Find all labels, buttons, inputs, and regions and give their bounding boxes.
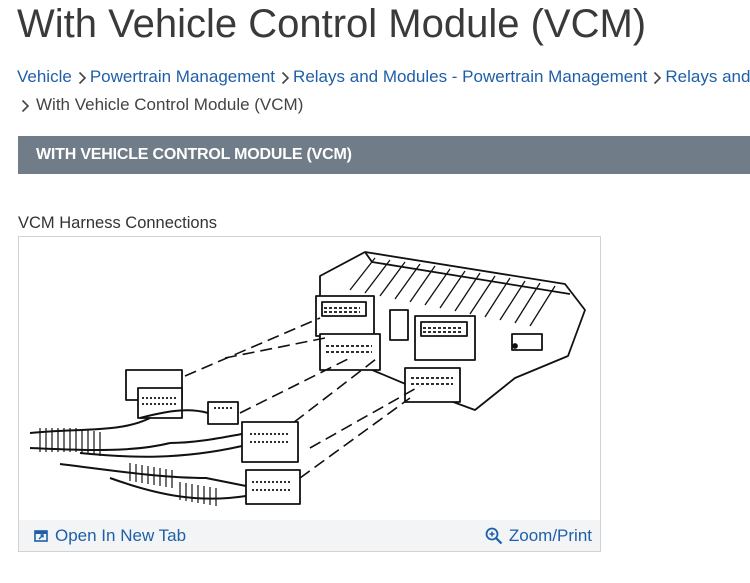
chevron-right-icon bbox=[281, 67, 290, 87]
figure-card: Open In New Tab Zoom/Print bbox=[18, 236, 601, 552]
breadcrumb-current: With Vehicle Control Module (VCM) bbox=[36, 95, 304, 114]
chevron-right-icon bbox=[17, 95, 33, 115]
open-in-new-tab-button[interactable]: Open In New Tab bbox=[33, 526, 186, 546]
zoom-in-icon bbox=[485, 527, 503, 544]
chevron-right-icon bbox=[78, 67, 87, 87]
open-in-new-tab-label: Open In New Tab bbox=[55, 525, 187, 545]
figure-toolbar: Open In New Tab Zoom/Print bbox=[19, 520, 600, 551]
breadcrumb: Vehicle Powertrain Management Relays and… bbox=[17, 66, 750, 116]
breadcrumb-relays-and-modules-computers[interactable]: Relays and Modules - Computers and Contr… bbox=[665, 67, 750, 86]
figure-caption: VCM Harness Connections bbox=[18, 214, 217, 232]
breadcrumb-relays-and-modules-powertrain[interactable]: Relays and Modules - Powertrain Manageme… bbox=[293, 67, 648, 86]
chevron-right-icon bbox=[653, 67, 662, 87]
open-in-new-tab-icon bbox=[34, 529, 48, 542]
breadcrumb-powertrain-management[interactable]: Powertrain Management bbox=[89, 67, 276, 86]
page-title: With Vehicle Control Module (VCM) bbox=[17, 2, 647, 46]
zoom-print-label: Zoom/Print bbox=[508, 525, 592, 545]
section-heading: WITH VEHICLE CONTROL MODULE (VCM) bbox=[18, 136, 750, 174]
vcm-harness-diagram[interactable] bbox=[20, 238, 599, 520]
breadcrumb-vehicle[interactable]: Vehicle bbox=[17, 67, 72, 86]
zoom-print-button[interactable]: Zoom/Print bbox=[485, 526, 592, 546]
